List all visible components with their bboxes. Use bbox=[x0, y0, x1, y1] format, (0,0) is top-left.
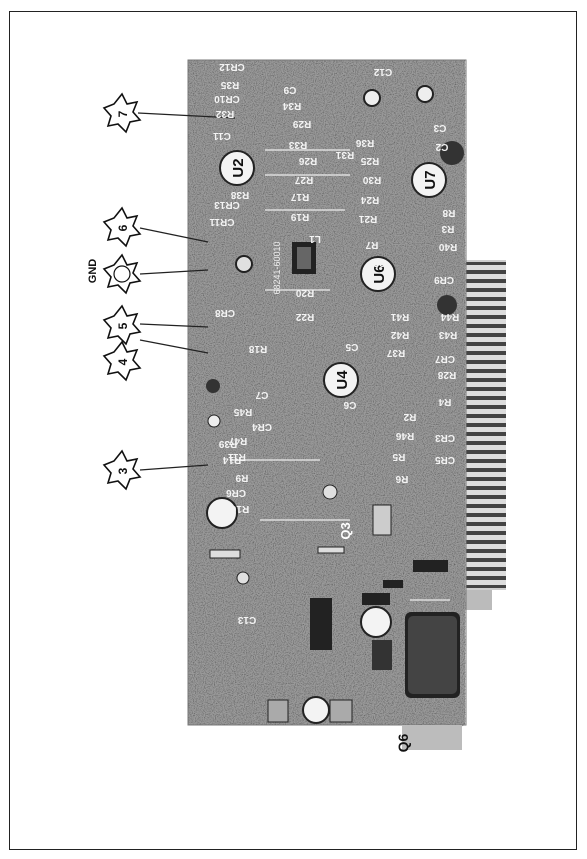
component-ref-r29: R29 bbox=[292, 118, 311, 129]
component-ref-r14: R14 bbox=[222, 454, 241, 465]
component-ref-r36: R36 bbox=[355, 137, 374, 148]
component-ref-cr4: CR4 bbox=[252, 421, 272, 432]
component-ref-r41: R41 bbox=[390, 311, 409, 322]
component-ref-r26: R26 bbox=[298, 155, 317, 166]
component-ref-c9: C9 bbox=[283, 84, 296, 95]
component-ref-cr11: CR11 bbox=[209, 216, 234, 227]
component-ref-r11: R11 bbox=[228, 451, 246, 462]
component-ref-r42: R42 bbox=[390, 329, 409, 340]
test-point-label: 5 bbox=[116, 322, 130, 329]
component-ref-r46: R46 bbox=[395, 430, 414, 441]
gnd-label: GND bbox=[87, 259, 99, 284]
component-ref-cr10: CR10 bbox=[214, 93, 240, 104]
test-point-3: 3 bbox=[102, 449, 142, 491]
component-ref-c6: C6 bbox=[343, 399, 356, 410]
component-ref-c12: C12 bbox=[373, 66, 392, 77]
gnd-test-point: GND bbox=[87, 253, 142, 295]
component-labels: CR12R35CR10R32C11R38CR13CR11C9R34R29R33R… bbox=[209, 61, 459, 625]
component-ref-l1: L1 bbox=[309, 233, 321, 244]
component-ref-cr12: CR12 bbox=[219, 61, 245, 72]
component-ref-r20: R20 bbox=[295, 287, 314, 298]
edge-connector bbox=[462, 260, 506, 610]
test-point-7: 7 bbox=[102, 92, 142, 134]
component-ref-c5: C5 bbox=[345, 341, 358, 352]
component-ref-r9: R9 bbox=[235, 472, 248, 483]
component-ref-r34: R34 bbox=[282, 100, 301, 111]
component-ref-r43: R43 bbox=[438, 329, 457, 340]
component-ref-c2: C2 bbox=[435, 141, 448, 152]
component-ref-cr6: CR6 bbox=[226, 487, 246, 498]
component-ref-r6: R6 bbox=[395, 473, 408, 484]
component-ref-cr5: CR5 bbox=[435, 454, 455, 465]
component-ref-c3: C3 bbox=[433, 122, 446, 133]
test-point-label: 6 bbox=[116, 224, 130, 231]
ic-label-u6: U6 bbox=[371, 264, 388, 283]
component-ref-cr9: CR9 bbox=[434, 274, 454, 285]
board-part-number: 68241-60010 bbox=[272, 241, 282, 294]
component-ref-r47: R47 bbox=[228, 435, 247, 446]
test-point-label: 7 bbox=[116, 110, 130, 117]
component-ref-r28: R28 bbox=[437, 369, 456, 380]
component-ref-cr8: CR8 bbox=[215, 307, 235, 318]
ic-label-u7: U7 bbox=[422, 170, 439, 189]
board-labels: U2 U6 U4 U7 Q3 Q6 68241-60010 bbox=[230, 158, 439, 752]
ic-label-u4: U4 bbox=[334, 370, 351, 390]
component-ref-r4: R4 bbox=[438, 396, 451, 407]
component-ref-c11: C11 bbox=[213, 130, 231, 141]
board-components bbox=[206, 85, 464, 750]
component-ref-r17: R17 bbox=[290, 191, 309, 202]
test-point-label: 4 bbox=[116, 358, 130, 365]
test-point-5: 5 bbox=[102, 304, 142, 346]
component-ref-r35: R35 bbox=[220, 79, 239, 90]
transistor-label-q3: Q3 bbox=[338, 522, 353, 539]
component-ref-c13: C13 bbox=[237, 614, 256, 625]
component-ref-r33: R33 bbox=[288, 139, 307, 150]
component-ref-r18: R18 bbox=[248, 343, 267, 354]
test-point-4: 4 bbox=[102, 340, 142, 382]
component-ref-c7: C7 bbox=[255, 389, 268, 400]
component-ref-r40: R40 bbox=[438, 241, 457, 252]
component-ref-r8: R8 bbox=[442, 207, 455, 218]
component-ref-r3: R3 bbox=[441, 223, 454, 234]
component-ref-r7: R7 bbox=[365, 239, 378, 250]
component-ref-r5: R5 bbox=[392, 451, 405, 462]
figure-frame bbox=[9, 11, 577, 850]
component-ref-r27: R27 bbox=[294, 174, 313, 185]
component-ref-c8: C8 bbox=[373, 257, 386, 268]
component-ref-r2: R2 bbox=[403, 411, 416, 422]
ic-label-u2: U2 bbox=[230, 158, 247, 177]
component-ref-r38: R38 bbox=[230, 189, 249, 200]
test-point-label: 3 bbox=[116, 467, 130, 474]
component-ref-cr13: CR13 bbox=[214, 199, 240, 210]
component-ref-r21: R21 bbox=[358, 213, 377, 224]
component-ref-r10: R10 bbox=[230, 503, 249, 514]
component-ref-r32: R32 bbox=[215, 108, 234, 119]
component-ref-r19: R19 bbox=[290, 211, 309, 222]
component-ref-r37: R37 bbox=[386, 347, 405, 358]
test-point-6: 6 bbox=[102, 206, 142, 248]
component-ref-r44: R44 bbox=[440, 311, 459, 322]
component-ref-r24: R24 bbox=[360, 194, 379, 205]
component-ref-cr3: CR3 bbox=[435, 432, 455, 443]
component-ref-r30: R30 bbox=[362, 174, 381, 185]
leader-lines bbox=[137, 112, 236, 471]
component-ref-cr7: CR7 bbox=[435, 353, 455, 364]
component-ref-r39: R39 bbox=[218, 438, 237, 449]
component-ref-r31: R31 bbox=[335, 149, 354, 160]
component-ref-r45: R45 bbox=[233, 406, 252, 417]
transistor-label-q6: Q6 bbox=[395, 733, 411, 752]
component-ref-r22: R22 bbox=[295, 311, 314, 322]
component-ref-r25: R25 bbox=[360, 155, 379, 166]
